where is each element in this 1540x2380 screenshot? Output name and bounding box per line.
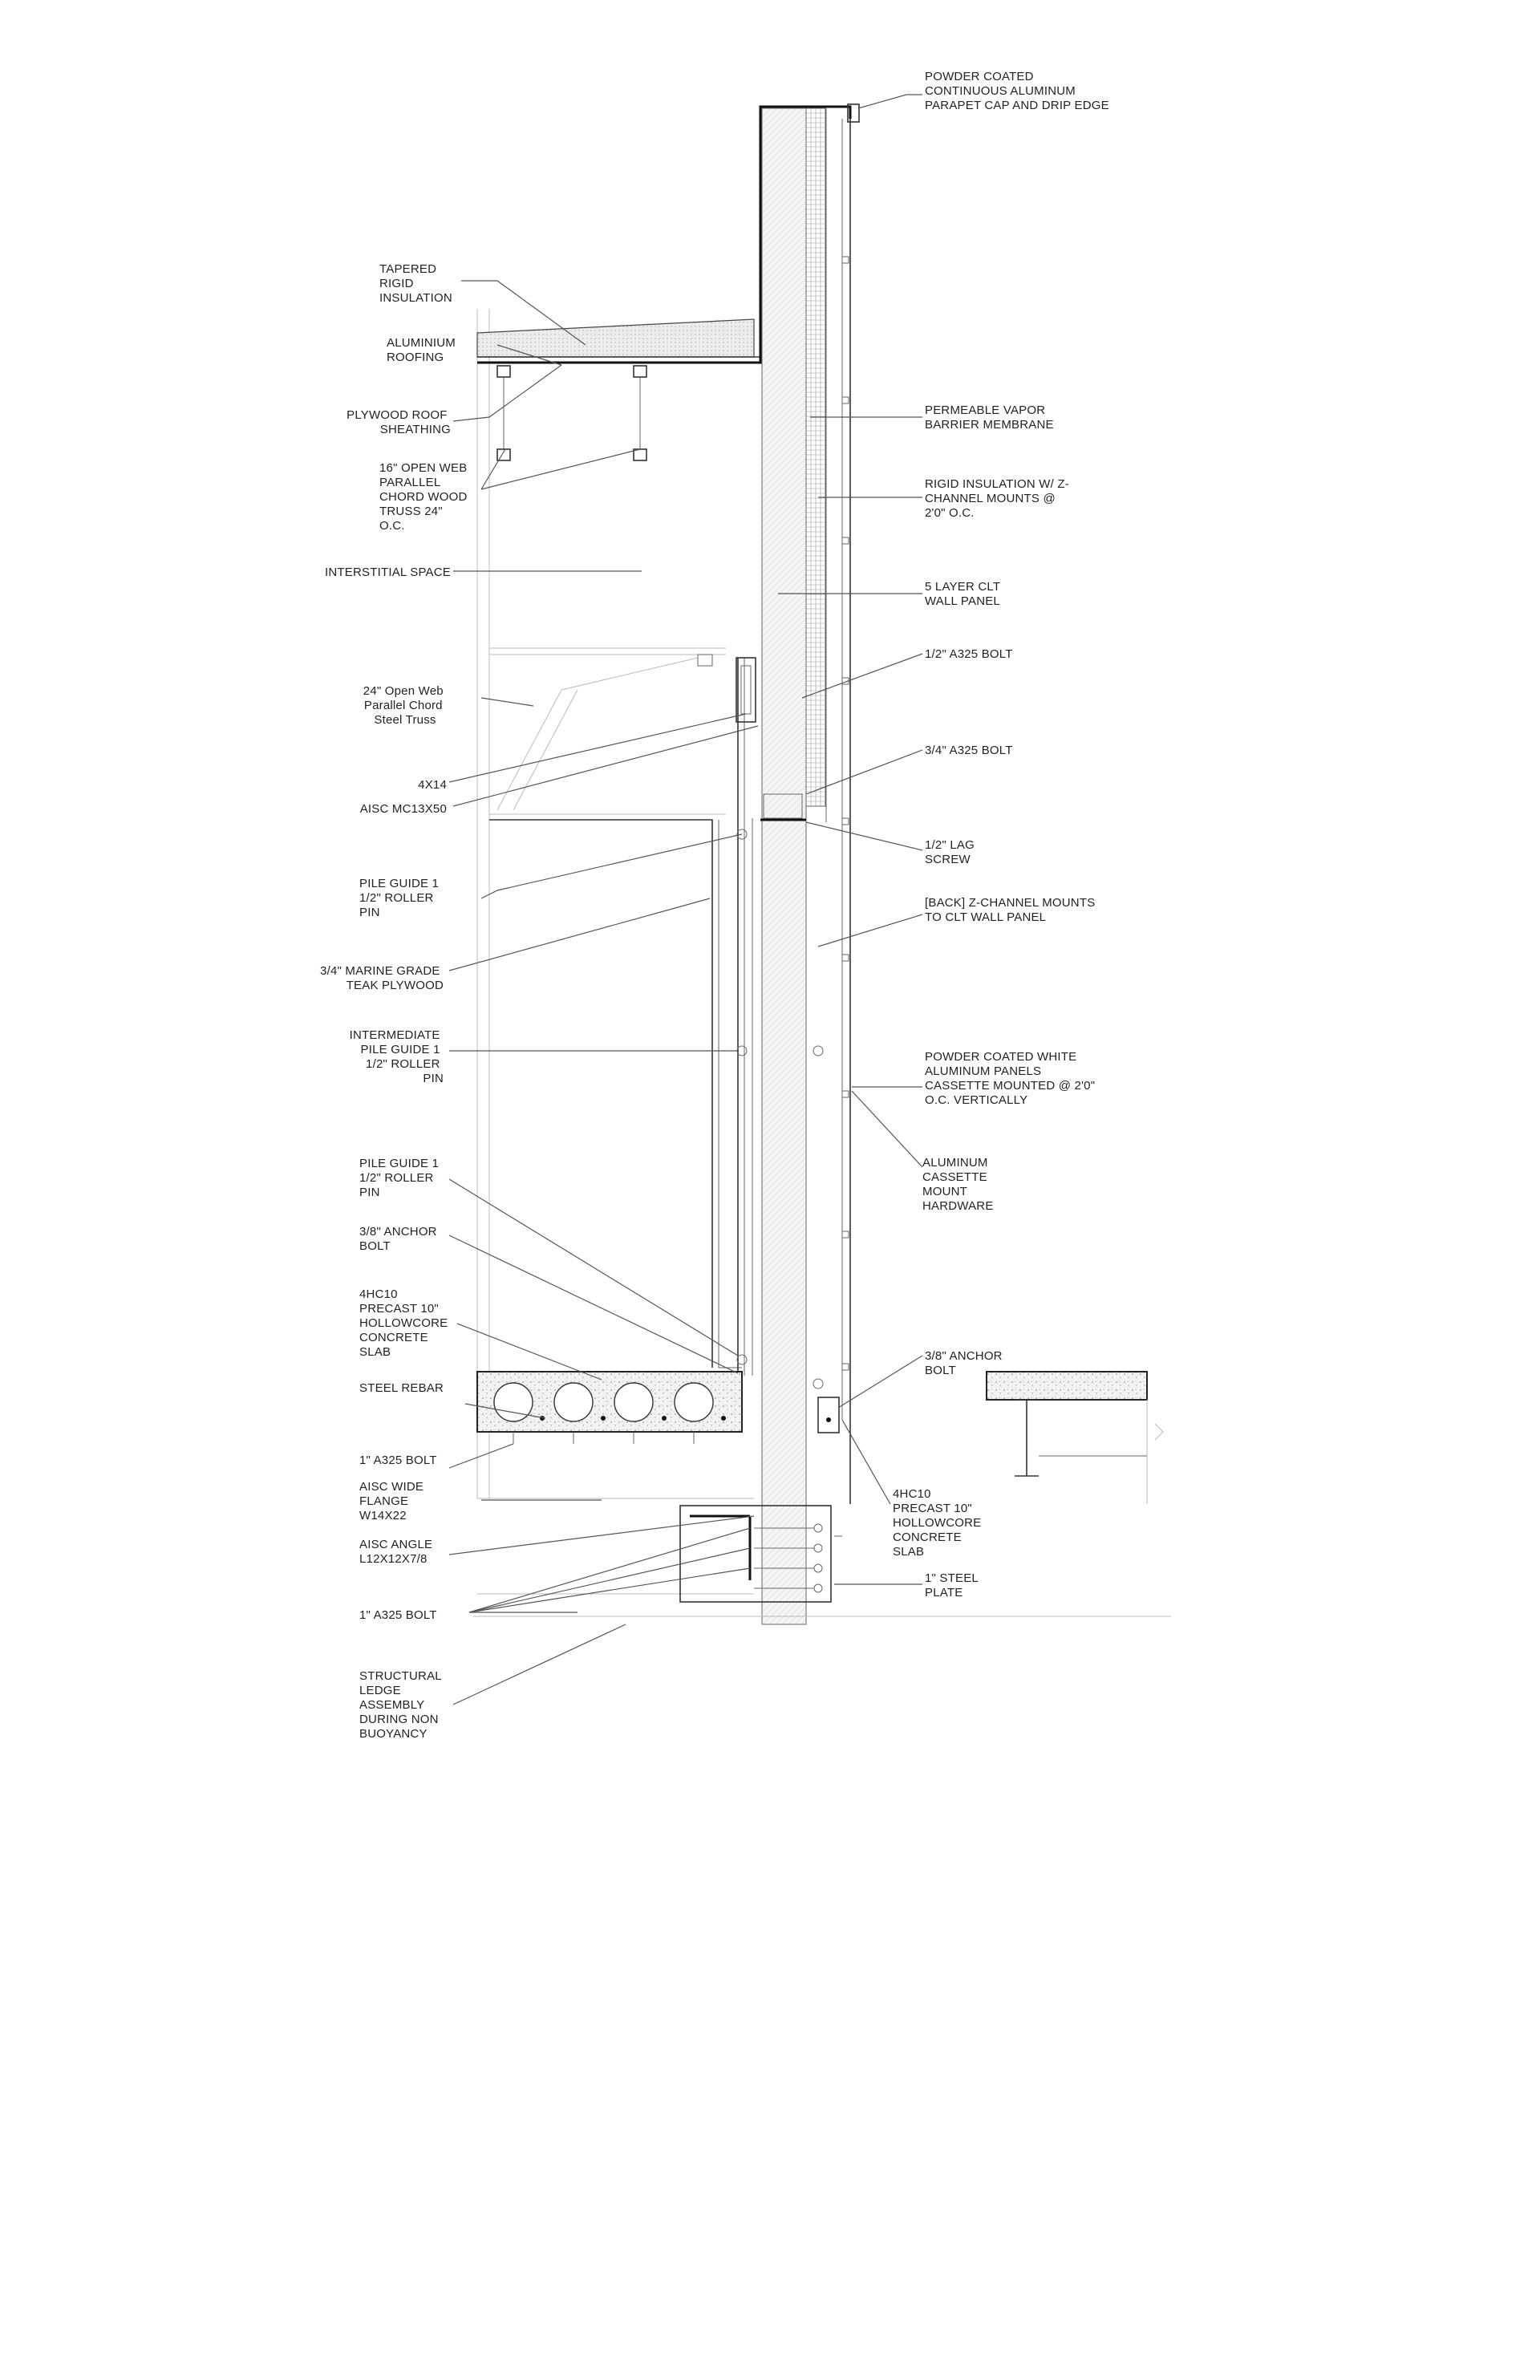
- label-angle: AISC ANGLE L12X12X7/8: [359, 1538, 436, 1566]
- label-rigid-insulation: RIGID INSULATION W/ Z- CHANNEL MOUNTS @ …: [925, 477, 1072, 520]
- label-lag-screw: 1/2" LAG SCREW: [925, 838, 978, 866]
- label-ledge-assembly: STRUCTURAL LEDGE ASSEMBLY DURING NON BUO…: [359, 1669, 445, 1741]
- label-interstitial-space: INTERSTITIAL SPACE: [325, 566, 451, 579]
- label-vapor-barrier: PERMEABLE VAPOR BARRIER MEMBRANE: [925, 403, 1054, 432]
- leader-lines: [448, 94, 923, 1705]
- label-tapered-insulation: TAPERED RIGID INSULATION: [379, 262, 452, 305]
- label-teak-plywood: 3/4" MARINE GRADE TEAK PLYWOOD: [320, 964, 444, 992]
- label-anchor-bolt-right: 3/8" ANCHOR BOLT: [925, 1349, 1006, 1377]
- building-geometry: [473, 103, 1171, 1625]
- hollowcore-slab-left: [476, 1371, 743, 1444]
- label-hollowcore-right: 4HC10 PRECAST 10" HOLLOWCORE CONCRETE SL…: [893, 1487, 985, 1559]
- label-steel-rebar: STEEL REBAR: [359, 1381, 444, 1395]
- clt-wall-panel: [761, 107, 807, 1625]
- label-mc13x50: AISC MC13X50: [360, 802, 447, 816]
- label-pile-guide-lower: PILE GUIDE 1 1/2" ROLLER PIN: [359, 1157, 442, 1199]
- label-wide-flange: AISC WIDE FLANGE W14X22: [359, 1480, 428, 1522]
- label-steel-truss: 24" Open Web Parallel Chord Steel Truss: [363, 684, 447, 727]
- label-anchor-bolt-left: 3/8" ANCHOR BOLT: [359, 1225, 440, 1253]
- hollowcore-slab-right: [817, 1371, 1164, 1504]
- label-aluminum-panels: POWDER COATED WHITE ALUMINUM PANELS CASS…: [925, 1050, 1099, 1107]
- label-steel-plate: 1" STEEL PLATE: [925, 1571, 982, 1600]
- steel-truss: [489, 647, 726, 815]
- label-three-quarter-bolt: 3/4" A325 BOLT: [925, 744, 1013, 757]
- label-bolt-1-lower: 1" A325 BOLT: [359, 1608, 437, 1622]
- cassette-hardware: [842, 256, 849, 1371]
- label-aluminium-roofing: ALUMINIUM ROOFING: [387, 336, 459, 364]
- wood-truss: [496, 365, 647, 461]
- label-hollowcore-left: 4HC10 PRECAST 10" HOLLOWCORE CONCRETE SL…: [359, 1287, 452, 1359]
- label-back-z-channel: [BACK] Z-CHANNEL MOUNTS TO CLT WALL PANE…: [925, 896, 1099, 924]
- annotation-labels: POWDER COATED CONTINUOUS ALUMINUM PARAPE…: [320, 70, 1109, 1741]
- label-wood-truss: 16" OPEN WEB PARALLEL CHORD WOOD TRUSS 2…: [379, 461, 471, 533]
- rigid-insulation: [805, 107, 826, 807]
- label-pile-guide-upper: PILE GUIDE 1 1/2" ROLLER PIN: [359, 877, 442, 919]
- label-intermediate-guide: INTERMEDIATE PILE GUIDE 1 1/2" ROLLER PI…: [350, 1028, 444, 1085]
- label-parapet-cap: POWDER COATED CONTINUOUS ALUMINUM PARAPE…: [925, 70, 1109, 112]
- label-plywood-sheathing: PLYWOOD ROOF SHEATHING: [346, 408, 451, 436]
- label-half-inch-bolt: 1/2" A325 BOLT: [925, 647, 1013, 661]
- label-bolt-1-upper: 1" A325 BOLT: [359, 1454, 437, 1467]
- label-clt-panel: 5 LAYER CLT WALL PANEL: [925, 580, 1003, 608]
- label-4x14: 4X14: [418, 778, 447, 792]
- label-cassette-hardware: ALUMINUM CASSETTE MOUNT HARDWARE: [922, 1156, 994, 1213]
